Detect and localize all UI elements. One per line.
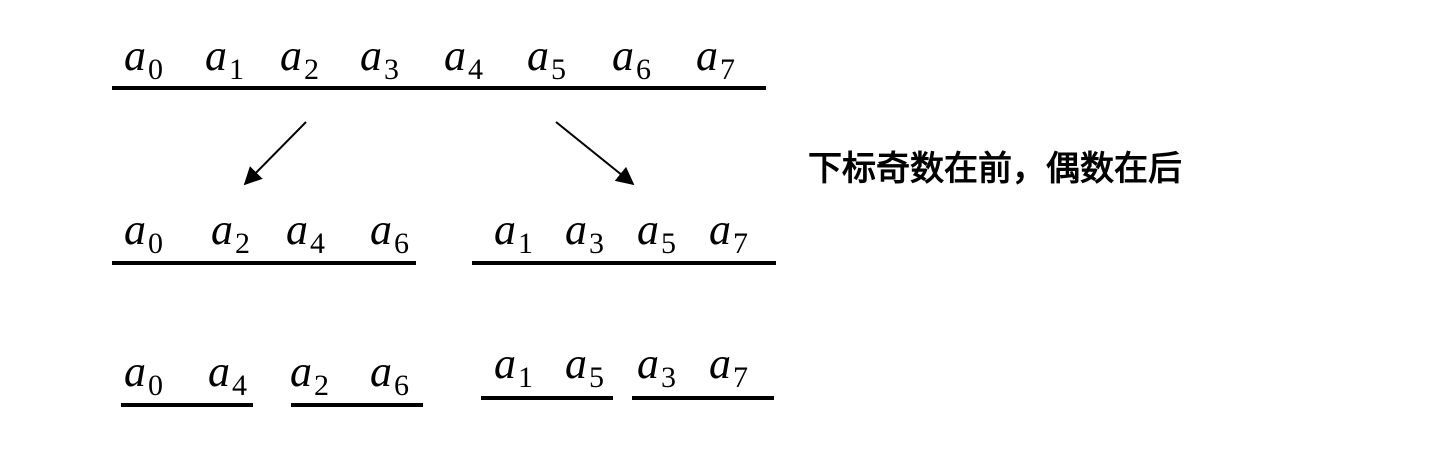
- term-subscript: 4: [468, 53, 483, 86]
- term-r2-5: a5: [565, 339, 604, 393]
- term-subscript: 1: [518, 227, 533, 260]
- term-base: a: [494, 205, 516, 254]
- term-base: a: [211, 205, 233, 254]
- arrow-left: [243, 121, 307, 186]
- term-r2-7: a7: [709, 339, 748, 393]
- term-base: a: [444, 31, 466, 80]
- term-base: a: [360, 31, 382, 80]
- term-base: a: [637, 205, 659, 254]
- term-base: a: [370, 347, 392, 396]
- term-subscript: 0: [148, 53, 163, 86]
- term-r0-7: a7: [696, 31, 735, 85]
- term-subscript: 6: [636, 53, 651, 86]
- underline-row0: [112, 86, 766, 90]
- term-subscript: 4: [310, 227, 325, 260]
- term-r2-3: a6: [370, 347, 409, 401]
- term-base: a: [124, 31, 146, 80]
- term-base: a: [124, 347, 146, 396]
- term-base: a: [494, 339, 516, 388]
- split-rule-note: 下标奇数在前，偶数在后: [808, 149, 1182, 189]
- term-r0-5: a5: [527, 31, 566, 85]
- term-subscript: 7: [733, 227, 748, 260]
- term-base: a: [286, 205, 308, 254]
- term-base: a: [527, 31, 549, 80]
- term-r0-1: a1: [205, 31, 244, 85]
- term-base: a: [696, 31, 718, 80]
- term-r0-6: a6: [612, 31, 651, 85]
- term-r2-0: a0: [124, 347, 163, 401]
- term-subscript: 5: [589, 361, 604, 394]
- term-subscript: 7: [720, 53, 735, 86]
- term-r1-5: a3: [565, 205, 604, 259]
- term-subscript: 1: [229, 53, 244, 86]
- term-r1-4: a1: [494, 205, 533, 259]
- underline-row2-pair1: [121, 403, 253, 407]
- term-base: a: [709, 339, 731, 388]
- term-r1-1: a2: [211, 205, 250, 259]
- term-subscript: 5: [661, 227, 676, 260]
- term-r1-3: a6: [370, 205, 409, 259]
- underline-row2-pair4: [632, 396, 774, 400]
- term-base: a: [565, 205, 587, 254]
- term-subscript: 3: [661, 361, 676, 394]
- arrow-right: [555, 121, 635, 186]
- term-r1-6: a5: [637, 205, 676, 259]
- term-subscript: 2: [235, 227, 250, 260]
- term-base: a: [565, 339, 587, 388]
- term-base: a: [280, 31, 302, 80]
- underline-row2-pair3: [481, 396, 613, 400]
- term-subscript: 2: [304, 53, 319, 86]
- term-base: a: [709, 205, 731, 254]
- term-subscript: 0: [148, 369, 163, 402]
- term-base: a: [612, 31, 634, 80]
- term-r0-2: a2: [280, 31, 319, 85]
- term-base: a: [290, 347, 312, 396]
- term-base: a: [205, 31, 227, 80]
- term-subscript: 7: [733, 361, 748, 394]
- term-base: a: [124, 205, 146, 254]
- term-subscript: 4: [232, 369, 247, 402]
- term-subscript: 2: [314, 369, 329, 402]
- term-subscript: 1: [518, 361, 533, 394]
- term-subscript: 3: [384, 53, 399, 86]
- term-base: a: [208, 347, 230, 396]
- term-base: a: [370, 205, 392, 254]
- underline-row1-right: [472, 261, 776, 265]
- term-r0-0: a0: [124, 31, 163, 85]
- term-r2-2: a2: [290, 347, 329, 401]
- term-subscript: 0: [148, 227, 163, 260]
- term-r2-4: a1: [494, 339, 533, 393]
- term-subscript: 5: [551, 53, 566, 86]
- term-r0-4: a4: [444, 31, 483, 85]
- term-r1-2: a4: [286, 205, 325, 259]
- term-r1-0: a0: [124, 205, 163, 259]
- term-subscript: 6: [394, 369, 409, 402]
- underline-row1-left: [112, 261, 416, 265]
- term-subscript: 6: [394, 227, 409, 260]
- term-r2-1: a4: [208, 347, 247, 401]
- term-base: a: [637, 339, 659, 388]
- term-r0-3: a3: [360, 31, 399, 85]
- term-r2-6: a3: [637, 339, 676, 393]
- term-r1-7: a7: [709, 205, 748, 259]
- term-subscript: 3: [589, 227, 604, 260]
- underline-row2-pair2: [291, 403, 423, 407]
